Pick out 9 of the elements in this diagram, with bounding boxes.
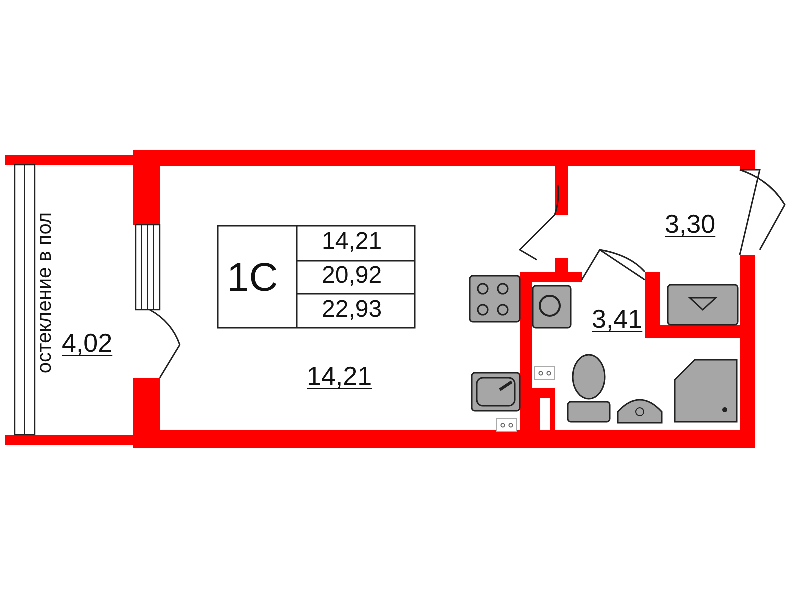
- apartment-type-label: 1С: [227, 258, 278, 298]
- area-value: 22,93: [322, 298, 382, 322]
- glazing-note: остекление в пол: [35, 211, 55, 376]
- area-value: 14,21: [322, 230, 382, 254]
- room-area-label: 14,21: [307, 363, 372, 389]
- area-value: 20,92: [322, 264, 382, 288]
- room-area-label: 3,30: [665, 211, 716, 237]
- room-area-label: 4,02: [62, 330, 113, 356]
- room-area-label: 3,41: [592, 306, 643, 332]
